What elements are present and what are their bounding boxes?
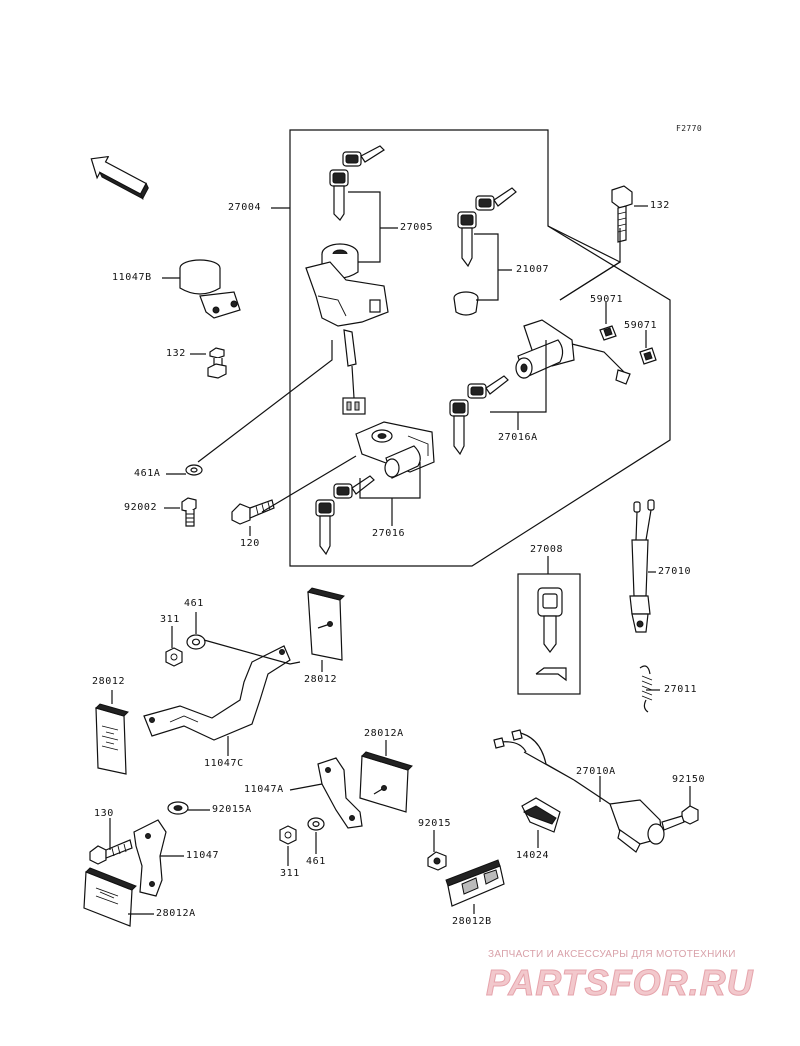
- assembly-outline: [289, 129, 671, 567]
- watermark-caption: ЗАПЧАСТИ И АКСЕССУАРЫ ДЛЯ МОТОТЕХНИКИ: [488, 949, 736, 960]
- part-label-11047[interactable]: 11047: [186, 850, 220, 861]
- nut-59071-second-icon: [639, 347, 657, 365]
- part-label-311-bottom[interactable]: 311: [280, 868, 300, 879]
- rubber-pad-28012-left-icon: [95, 703, 129, 775]
- spring-27011-icon: [639, 665, 653, 713]
- nut-59071-icon: [599, 325, 617, 341]
- ignition-switch-icon: [305, 243, 389, 415]
- switch-wire-27010-icon: [629, 499, 655, 633]
- part-label-21007[interactable]: 21007: [516, 264, 550, 275]
- part-label-461-top[interactable]: 461: [184, 598, 204, 609]
- part-label-27010a[interactable]: 27010A: [576, 766, 616, 777]
- helmet-lock-icon: [355, 421, 435, 479]
- bolt-92150-icon: [661, 805, 699, 831]
- front-arrow-icon: [90, 155, 149, 200]
- nut-92015-icon: [427, 851, 447, 871]
- bracket-11047c-icon: [143, 645, 291, 741]
- part-label-27016a[interactable]: 27016A: [498, 432, 538, 443]
- part-label-59071-a[interactable]: 59071: [590, 294, 624, 305]
- part-label-11047a[interactable]: 11047A: [244, 784, 284, 795]
- part-label-11047c[interactable]: 11047C: [204, 758, 244, 769]
- bolt-icon: [611, 185, 633, 243]
- bolt-132-icon: [207, 347, 227, 379]
- part-label-27011[interactable]: 27011: [664, 684, 698, 695]
- part-label-311-top[interactable]: 311: [160, 614, 180, 625]
- leader-lines: [109, 191, 691, 915]
- part-label-92150[interactable]: 92150: [672, 774, 706, 785]
- cap-14024-icon: [521, 797, 561, 833]
- part-label-92015[interactable]: 92015: [418, 818, 452, 829]
- part-label-27016[interactable]: 27016: [372, 528, 406, 539]
- part-label-461-bottom[interactable]: 461: [306, 856, 326, 867]
- part-label-27005[interactable]: 27005: [400, 222, 434, 233]
- bracket-11047a-icon: [317, 757, 363, 829]
- part-label-27010[interactable]: 27010: [658, 566, 692, 577]
- part-label-14024[interactable]: 14024: [516, 850, 550, 861]
- rubber-pad-28012b-icon: [445, 859, 505, 907]
- watermark-logo: PARTSFOR.RU: [486, 962, 754, 1004]
- washer-461-icon: [186, 634, 206, 650]
- part-label-461a[interactable]: 461A: [134, 468, 161, 479]
- nut-92015a-icon: [167, 801, 189, 815]
- part-label-27008[interactable]: 27008: [530, 544, 564, 555]
- part-label-120[interactable]: 120: [240, 538, 260, 549]
- helmet-lock-key-pair-icon: [315, 475, 375, 556]
- rubber-pad-28012a-icon: [359, 751, 413, 813]
- part-label-130[interactable]: 130: [94, 808, 114, 819]
- nut-311-icon: [165, 647, 183, 667]
- seat-lock-key-pair-icon: [449, 375, 509, 456]
- seat-lock-cylinder-icon: [515, 319, 631, 385]
- washer-461-lower-icon: [307, 817, 325, 831]
- bolt-130-icon: [89, 839, 133, 865]
- part-label-28012-left[interactable]: 28012: [92, 676, 126, 687]
- part-label-28012a-mid[interactable]: 28012A: [364, 728, 404, 739]
- washer-461a-icon: [185, 464, 203, 476]
- bracket-11047-icon: [133, 819, 167, 897]
- bolt-92002-icon: [181, 497, 197, 527]
- part-label-59071-b[interactable]: 59071: [624, 320, 658, 331]
- figure-code: F2770: [676, 124, 703, 133]
- key-cap-icon: [453, 291, 479, 316]
- spare-key-pair-icon: [457, 187, 517, 268]
- rubber-pad-28012a-lower-icon: [83, 867, 137, 927]
- part-label-27004[interactable]: 27004: [228, 202, 262, 213]
- bracket-11047b-icon: [179, 259, 241, 319]
- part-label-28012a-bottom[interactable]: 28012A: [156, 908, 196, 919]
- switch-cable-27010a-icon: [493, 729, 665, 853]
- rubber-pad-28012-icon: [307, 587, 345, 661]
- key-blank-icon: [535, 587, 567, 682]
- part-label-132-left[interactable]: 132: [166, 348, 186, 359]
- part-label-11047b[interactable]: 11047B: [112, 272, 152, 283]
- ignition-key-pair-icon: [329, 145, 385, 221]
- part-label-132-top[interactable]: 132: [650, 200, 670, 211]
- nut-311-lower-icon: [279, 825, 297, 845]
- part-label-28012b[interactable]: 28012B: [452, 916, 492, 927]
- key-blank-frame: [517, 573, 581, 695]
- screw-120-icon: [231, 499, 275, 525]
- part-label-92002[interactable]: 92002: [124, 502, 158, 513]
- part-label-92015a[interactable]: 92015A: [212, 804, 252, 815]
- part-label-28012-right[interactable]: 28012: [304, 674, 338, 685]
